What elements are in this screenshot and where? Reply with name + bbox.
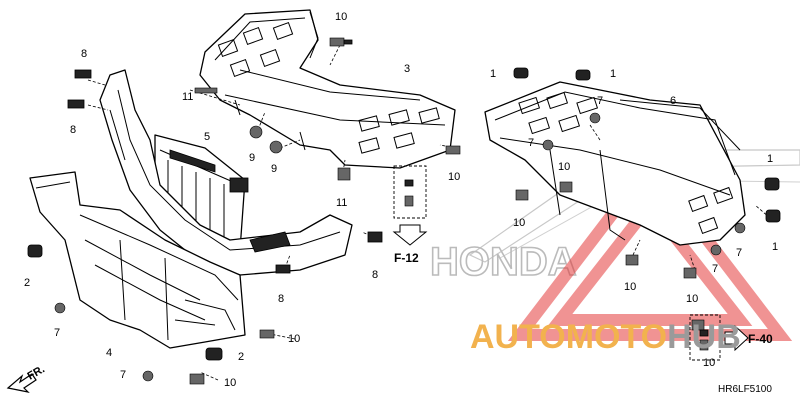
front-carrier-rack — [199, 9, 456, 169]
brand-text-part-moto: MOTO — [566, 318, 667, 356]
callout-10: 10 — [703, 357, 715, 369]
callout-5: 5 — [204, 131, 210, 143]
rubber-mount-1a — [513, 67, 529, 79]
bolt-10e — [625, 254, 639, 266]
nut-7d — [589, 112, 601, 124]
callout-9: 9 — [271, 163, 277, 175]
callout-10: 10 — [224, 377, 236, 389]
nut-7e — [734, 222, 746, 234]
nut-9b — [269, 140, 283, 154]
callout-1: 1 — [610, 68, 616, 80]
callout-1: 1 — [772, 241, 778, 253]
callout-10: 10 — [624, 281, 636, 293]
callout-8: 8 — [81, 48, 87, 60]
bolt-11b — [337, 167, 351, 181]
callout-1: 1 — [490, 68, 496, 80]
rubber-mount-1b — [575, 69, 591, 81]
svg-text:AUTOMOTOHUB: AUTOMOTOHUB — [470, 318, 741, 356]
callout-10: 10 — [448, 171, 460, 183]
bolt-10b — [445, 145, 461, 155]
callout-10: 10 — [335, 11, 347, 23]
bolt-8c — [367, 231, 383, 243]
diagram-code: HR6LF5100 — [718, 384, 772, 395]
callout-7: 7 — [736, 247, 742, 259]
bolt-8b — [67, 99, 85, 109]
bolt-8d — [275, 264, 291, 274]
nut-7b — [142, 370, 154, 382]
callout-numbers: 1 1 1 1 2 2 3 4 5 6 7 7 7 7 7 7 8 8 8 8 … — [24, 11, 778, 389]
callout-9: 9 — [249, 152, 255, 164]
callout-7: 7 — [528, 137, 534, 149]
bolt-10c — [515, 189, 529, 201]
nut-9a — [249, 125, 263, 139]
callout-7: 7 — [712, 263, 718, 275]
bolt-8a — [74, 69, 92, 79]
bolt-10a — [329, 37, 353, 47]
front-bumper-guard — [29, 171, 246, 349]
rubber-mount-1c — [764, 177, 780, 191]
callout-7: 7 — [120, 369, 126, 381]
rubber-mount-2a — [27, 244, 43, 258]
callout-7: 7 — [597, 95, 603, 107]
callout-1: 1 — [767, 153, 773, 165]
callout-11: 11 — [182, 91, 193, 103]
bolt-10d — [559, 181, 573, 193]
callout-7: 7 — [54, 327, 60, 339]
callout-8: 8 — [70, 124, 76, 136]
rubber-mount-1d — [765, 209, 781, 223]
nut-7f — [710, 244, 722, 256]
rubber-mount-2b — [205, 347, 223, 361]
callout-10: 10 — [686, 293, 698, 305]
bolt-11a — [194, 87, 218, 94]
callout-2: 2 — [238, 351, 244, 363]
bolt-10i — [691, 319, 705, 331]
front-cover-panel — [99, 69, 353, 276]
front-direction-label: FR. — [26, 363, 47, 382]
nut-7c — [542, 139, 554, 151]
bolt-10g — [259, 329, 275, 339]
callout-3: 3 — [404, 63, 410, 75]
ref-box-f12: F-12 — [392, 165, 428, 265]
ref-label-f12: F-12 — [394, 251, 419, 265]
fasteners — [27, 37, 781, 385]
ref-label-f40: F-40 — [748, 332, 773, 346]
callout-10: 10 — [288, 333, 300, 345]
callout-8: 8 — [372, 269, 378, 281]
callout-2: 2 — [24, 277, 30, 289]
callout-11: 11 — [336, 197, 347, 209]
callout-6: 6 — [670, 95, 676, 107]
rear-carrier-rack — [484, 81, 746, 246]
front-direction-arrow: FR. — [6, 363, 47, 393]
honda-watermark-text: HONDA — [430, 240, 577, 284]
bolt-10h — [189, 373, 205, 385]
callout-10: 10 — [558, 161, 570, 173]
callout-4: 4 — [106, 347, 112, 359]
nut-7a — [54, 302, 66, 314]
leader-lines — [87, 44, 771, 381]
ref-box-f40: F-40 — [689, 314, 773, 361]
brand-text-part-hub: HUB — [667, 318, 741, 356]
bolt-10f — [683, 267, 697, 279]
brand-text-watermark: AUTOMOTOHUB — [470, 318, 741, 356]
callout-8: 8 — [278, 293, 284, 305]
brand-text-part-auto: AUTO — [470, 318, 566, 356]
callout-10: 10 — [513, 217, 525, 229]
